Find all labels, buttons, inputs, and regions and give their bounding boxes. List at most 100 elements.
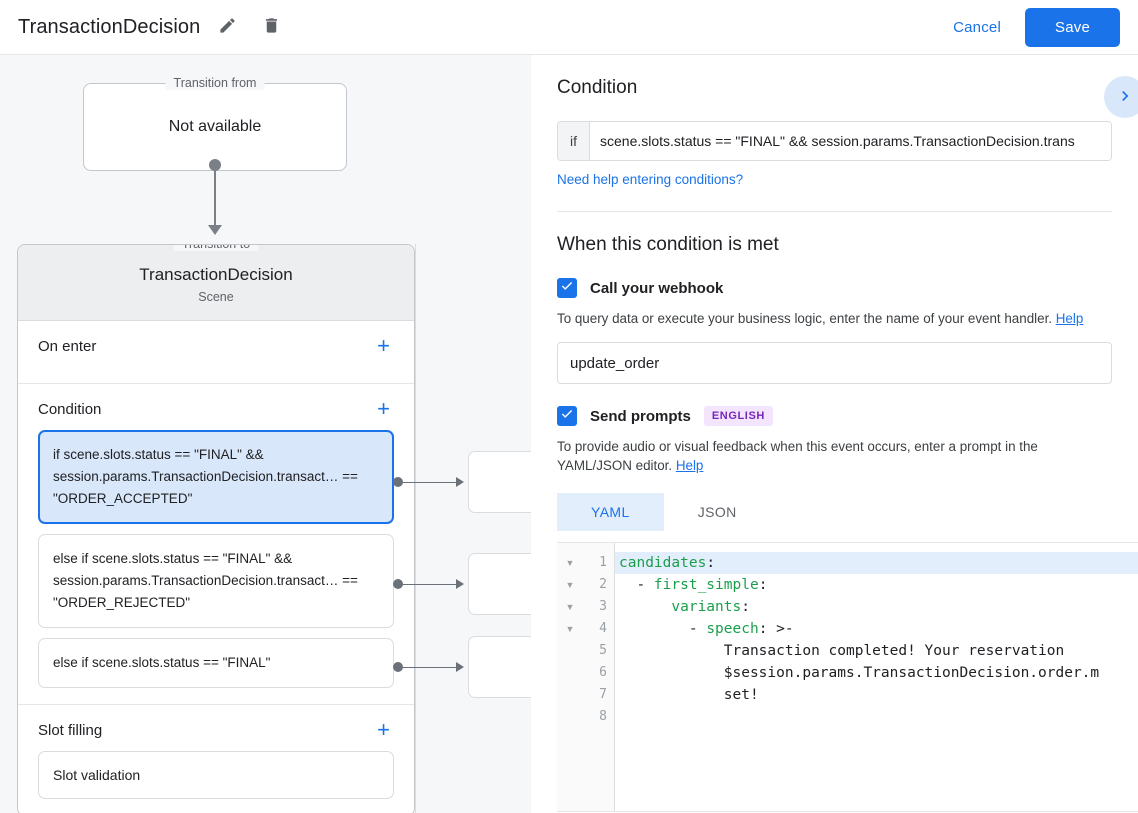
editor-fold-column: ▼ ▼ ▼ ▼ — [557, 543, 583, 811]
fold-spacer — [557, 684, 583, 706]
send-prompts-row: Send prompts ENGLISH — [557, 406, 1112, 426]
yaml-editor[interactable]: ▼ ▼ ▼ ▼ 1 2 3 4 5 6 7 8 candidates: - first_simple… — [557, 542, 1138, 812]
pane-edge-divider — [415, 244, 416, 813]
language-badge: ENGLISH — [703, 406, 773, 426]
webhook-help-link[interactable]: Help — [1055, 311, 1084, 326]
fold-spacer — [557, 640, 583, 662]
transition-to-legend: Transition to — [173, 245, 259, 251]
line-number: 7 — [599, 687, 607, 702]
line-number: 4 — [599, 621, 607, 636]
tab-json[interactable]: JSON — [664, 493, 771, 531]
check-icon — [560, 279, 574, 298]
send-prompts-description-text: To provide audio or visual feedback when… — [557, 439, 1038, 473]
edit-name-button[interactable] — [210, 10, 244, 44]
condition-card-accepted[interactable]: if scene.slots.status == "FINAL" && sess… — [38, 430, 394, 524]
section-head-slot-filling: Slot filling + — [38, 719, 394, 741]
handler-stub-3[interactable] — [468, 636, 531, 698]
fold-toggle-icon[interactable]: ▼ — [565, 602, 575, 612]
edge-arrow-icon — [456, 477, 464, 487]
call-webhook-checkbox[interactable] — [557, 278, 577, 298]
when-condition-met-heading: When this condition is met — [557, 234, 779, 255]
fold-toggle-icon[interactable]: ▼ — [565, 558, 575, 568]
add-on-enter-button[interactable]: + — [373, 335, 394, 357]
save-button[interactable]: Save — [1025, 7, 1120, 47]
editor-wrapper: ▼ ▼ ▼ ▼ 1 2 3 4 5 6 7 8 candidates: - first_simple… — [531, 542, 1138, 812]
fold-toggle-icon[interactable]: ▼ — [565, 624, 575, 634]
call-webhook-row: Call your webhook — [557, 278, 1112, 298]
code-line[interactable]: - first_simple: — [619, 577, 768, 593]
code-line[interactable]: variants: — [671, 599, 750, 615]
connector-arrow-icon — [208, 225, 222, 235]
handler-stub-2[interactable] — [468, 553, 531, 615]
code-line[interactable]: Transaction completed! Your reservation — [723, 643, 1065, 659]
delete-button[interactable] — [254, 10, 288, 44]
editor-code-area[interactable]: candidates: - first_simple: variants: - … — [615, 543, 1138, 811]
section-title-slot-filling: Slot filling — [38, 721, 103, 739]
condition-heading: Condition — [557, 77, 638, 98]
line-number: 2 — [599, 577, 607, 592]
line-number: 3 — [599, 599, 607, 614]
if-prefix-label: if — [558, 122, 590, 160]
trash-icon — [262, 16, 281, 38]
slot-validation-card[interactable]: Slot validation — [38, 751, 394, 799]
send-prompts-label: Send prompts — [590, 407, 691, 425]
section-head-on-enter: On enter + — [38, 335, 394, 357]
send-prompts-checkbox[interactable] — [557, 406, 577, 426]
line-number: 6 — [599, 665, 607, 680]
code-line[interactable]: - speech: >- — [619, 621, 794, 637]
call-webhook-description: To query data or execute your business l… — [557, 309, 1112, 328]
editor-line-numbers: 1 2 3 4 5 6 7 8 — [583, 543, 615, 811]
scene-name: TransactionDecision — [139, 265, 293, 284]
line-number: 8 — [599, 709, 607, 724]
section-head-condition: Condition + — [38, 398, 394, 420]
transition-from-value: Not available — [168, 118, 262, 135]
event-handler-input[interactable] — [557, 342, 1112, 384]
when-condition-met-section: When this condition is met Call your web… — [531, 212, 1138, 531]
section-on-enter: On enter + — [18, 321, 414, 384]
need-help-link[interactable]: Need help entering conditions? — [557, 172, 744, 187]
line-number: 1 — [599, 555, 607, 570]
fold-toggle-icon[interactable]: ▼ — [565, 580, 575, 590]
add-condition-button[interactable]: + — [373, 398, 394, 420]
code-line[interactable] — [615, 706, 1138, 728]
send-prompts-description: To provide audio or visual feedback when… — [557, 437, 1112, 475]
scene-type: Scene — [198, 290, 234, 304]
scene-header[interactable]: TransactionDecision Scene — [18, 245, 414, 321]
condition-detail-panel: Condition if Need help entering conditio… — [531, 55, 1138, 813]
condition-card-rejected[interactable]: else if scene.slots.status == "FINAL" &&… — [38, 534, 394, 628]
expand-panel-button[interactable] — [1104, 76, 1138, 118]
section-title-condition: Condition — [38, 400, 102, 418]
code-line[interactable]: $session.params.TransactionDecision.orde… — [723, 665, 1100, 681]
connector-line — [214, 171, 216, 231]
edge-line — [398, 583, 460, 585]
add-slot-filling-button[interactable]: + — [373, 719, 394, 741]
handler-stub-1[interactable] — [468, 451, 531, 513]
edge-arrow-icon — [456, 579, 464, 589]
check-icon — [560, 407, 574, 426]
code-line[interactable]: set! — [723, 687, 759, 703]
section-title-on-enter: On enter — [38, 337, 97, 355]
prompts-help-link[interactable]: Help — [675, 458, 704, 473]
tab-yaml[interactable]: YAML — [557, 493, 664, 531]
condition-section: Condition if Need help entering conditio… — [531, 55, 1138, 212]
condition-input-row: if — [557, 121, 1112, 161]
edge-line — [398, 481, 460, 483]
call-webhook-description-text: To query data or execute your business l… — [557, 311, 1053, 326]
code-line[interactable]: candidates: — [615, 552, 1138, 574]
panel-divider — [557, 211, 1112, 212]
chevron-right-icon — [1115, 86, 1135, 109]
section-condition: Condition + if scene.slots.status == "FI… — [18, 384, 414, 705]
edge-line — [398, 666, 460, 668]
condition-card-final[interactable]: else if scene.slots.status == "FINAL" — [38, 638, 394, 688]
editor-format-tabs: YAML JSON — [557, 493, 1112, 531]
cancel-button[interactable]: Cancel — [939, 11, 1015, 44]
pencil-icon — [218, 16, 237, 38]
connector-dot — [209, 159, 221, 171]
line-number: 5 — [599, 643, 607, 658]
transition-from-box: Transition from Not available — [83, 76, 347, 171]
condition-expression-input[interactable] — [590, 122, 1111, 160]
section-slot-filling: Slot filling + Slot validation — [18, 705, 414, 813]
scene-graph-pane: Transition from Not available Transition… — [0, 55, 531, 813]
transition-to-card: Transition to TransactionDecision Scene … — [17, 244, 415, 813]
